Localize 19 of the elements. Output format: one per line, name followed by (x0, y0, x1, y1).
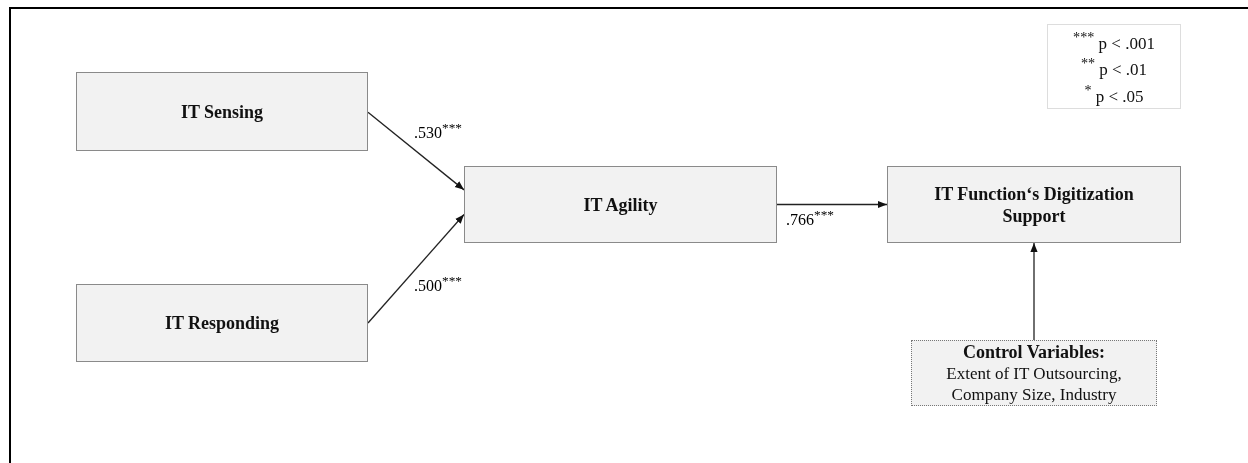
construct-box (76, 284, 368, 362)
construct-label: IT Responding (164, 312, 280, 334)
construct-box (464, 166, 777, 243)
construct-label: IT Agility (583, 193, 658, 216)
arrow (367, 111, 465, 191)
arrow (1030, 242, 1038, 341)
significance-note: $^{**}$ p < .01 (1080, 54, 1148, 80)
significance-note: $^{***}$ p < .001 (1073, 27, 1155, 54)
significance-note: $^{*}$ p < .05 (1084, 80, 1144, 107)
construct-box (887, 166, 1181, 243)
box-text: Extent of IT Outsourcing, Company Size, Industry (945, 363, 1123, 405)
construct-label: IT Sensing (180, 100, 264, 123)
construct-box (76, 72, 368, 151)
control-variables-box (911, 340, 1157, 406)
box-heading: Control Variables: (962, 341, 1106, 363)
arrow (776, 200, 888, 209)
arrow (367, 213, 465, 324)
significance-key-box (1047, 24, 1181, 109)
construct-label: IT Function‘s Digitization Support (934, 182, 1134, 227)
